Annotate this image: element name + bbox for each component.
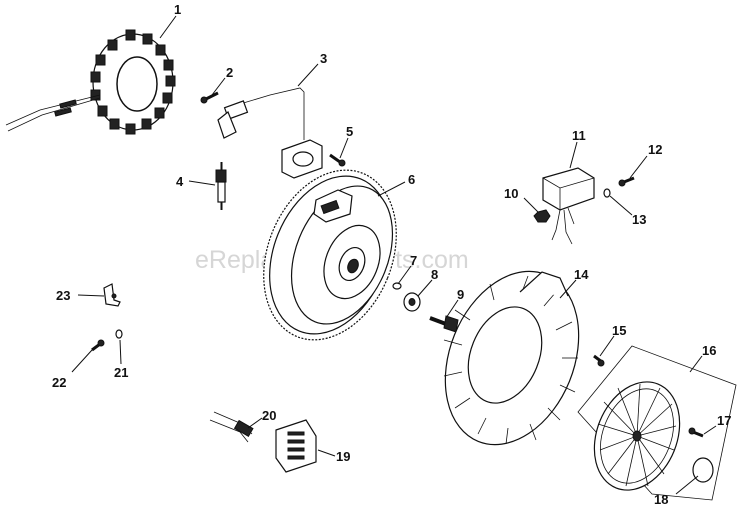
callout-12: 12 (648, 142, 662, 157)
callout-21: 21 (114, 365, 128, 380)
callout-17: 17 (717, 413, 731, 428)
part-screw-22[interactable] (91, 339, 105, 352)
part-grass-screen[interactable] (577, 345, 737, 503)
callout-labels: 1 2 3 4 5 6 7 8 9 10 11 12 13 14 15 16 1… (52, 2, 731, 507)
callout-3: 3 (320, 51, 327, 66)
callout-19: 19 (336, 449, 350, 464)
part-washer-21[interactable] (115, 329, 123, 339)
callout-5: 5 (346, 124, 353, 139)
part-bolt-9[interactable] (429, 315, 459, 333)
callout-11: 11 (572, 128, 586, 143)
callout-8: 8 (431, 267, 438, 282)
part-washer-13[interactable] (603, 188, 611, 198)
part-nut-10[interactable] (533, 209, 551, 223)
callout-1: 1 (174, 2, 181, 17)
callout-23: 23 (56, 288, 70, 303)
callout-13: 13 (632, 212, 646, 227)
part-stator[interactable] (5, 29, 176, 135)
callout-9: 9 (457, 287, 464, 302)
part-washer-8[interactable] (403, 292, 421, 312)
callout-20: 20 (262, 408, 276, 423)
part-flywheel[interactable] (240, 150, 421, 360)
part-spark-plug[interactable] (215, 162, 227, 210)
callout-14: 14 (574, 267, 589, 282)
callout-4: 4 (176, 174, 184, 189)
callout-18: 18 (654, 492, 668, 507)
part-blower-fan[interactable] (421, 251, 603, 464)
part-regulator-11[interactable] (542, 167, 595, 245)
callout-16: 16 (702, 343, 716, 358)
callout-7: 7 (410, 253, 417, 268)
part-screw-2[interactable] (200, 91, 219, 104)
callout-10: 10 (504, 186, 518, 201)
leader-lines (71, 15, 717, 495)
part-screw-5[interactable] (329, 153, 346, 167)
callout-6: 6 (408, 172, 415, 187)
callout-22: 22 (52, 375, 66, 390)
part-rectifier-19[interactable] (275, 419, 317, 473)
part-washer-7[interactable] (392, 282, 402, 290)
part-screw-15[interactable] (593, 354, 605, 367)
part-clip-23[interactable] (103, 283, 121, 307)
callout-2: 2 (226, 65, 233, 80)
part-screw-17[interactable] (688, 427, 704, 438)
part-screw-12[interactable] (618, 176, 635, 187)
part-ignition-module[interactable] (217, 87, 323, 179)
part-washer-18[interactable] (692, 457, 714, 483)
part-wiring-20[interactable] (209, 411, 254, 443)
callout-15: 15 (612, 323, 626, 338)
